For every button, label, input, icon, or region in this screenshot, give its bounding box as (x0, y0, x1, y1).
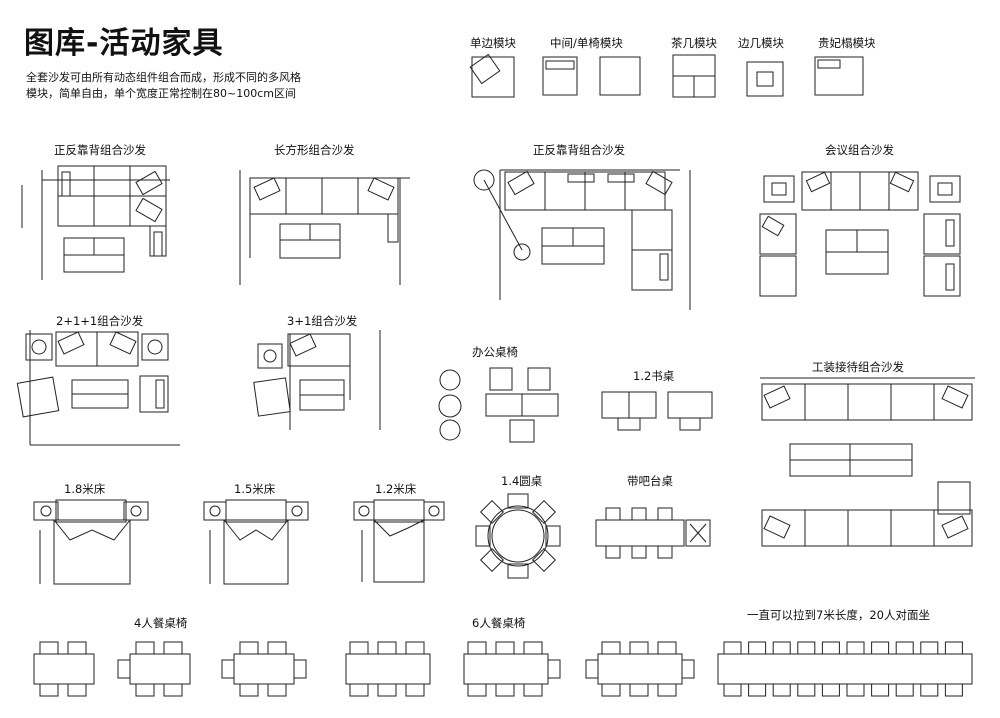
label-2-1-1-sofa: 2+1+1组合沙发 (56, 314, 144, 328)
label-1-8-bed: 1.8米床 (64, 482, 106, 496)
sofa-3-1-plan (254, 330, 380, 430)
label-1-2-desk: 1.2书桌 (633, 369, 675, 383)
bed-1-8-plan (34, 500, 148, 584)
chair-top (822, 642, 839, 654)
label-coffee-table-module: 茶几模块 (671, 36, 717, 50)
label-1-5-bed: 1.5米床 (234, 482, 276, 496)
dining-6-a (346, 642, 430, 696)
label-1-2-bed: 1.2米床 (375, 482, 417, 496)
label-office-desk: 办公桌椅 (472, 345, 518, 359)
label-20-person-dining: 一直可以拉到7米长度，20人对面坐 (747, 608, 930, 622)
label-4-person-dining: 4人餐桌椅 (134, 616, 188, 630)
label-bar-table: 带吧台桌 (627, 474, 673, 488)
label-rectangular-sofa: 长方形组合沙发 (274, 143, 355, 157)
chair-top (896, 642, 913, 654)
label-chaise-module: 贵妃榻模块 (818, 36, 876, 50)
dining-20-long (718, 642, 972, 696)
label-single-side-module: 单边模块 (470, 36, 516, 50)
chair-top (749, 642, 766, 654)
label-meeting-sofa: 会议组合沙发 (825, 143, 894, 157)
description-line-2: 模块，简单自由，单个宽度正常控制在80~100cm区间 (26, 87, 296, 100)
reception-sofa-plan (760, 378, 975, 546)
label-3-1-sofa: 3+1组合沙发 (287, 314, 358, 328)
coffee-table-module (673, 55, 715, 97)
chair-bottom (847, 684, 864, 696)
chair-bottom (921, 684, 938, 696)
description-line-1: 全套沙发可由所有动态组件组合而成，形成不同的多风格 (26, 71, 301, 84)
label-back-to-back-sofa-1: 正反靠背组合沙发 (54, 143, 146, 157)
office-desk-plan (439, 368, 558, 442)
description: 全套沙发可由所有动态组件组合而成，形成不同的多风格 模块，简单自由，单个宽度正常… (26, 70, 346, 102)
chair-bottom (798, 684, 815, 696)
chair-bottom (749, 684, 766, 696)
label-side-table-module: 边几模块 (738, 36, 784, 50)
desk-1-2-plan (602, 392, 712, 430)
chair-top (921, 642, 938, 654)
bed-1-2-plan (354, 500, 444, 582)
chair-bottom (822, 684, 839, 696)
chaise-module (815, 57, 863, 95)
label-6-person-dining: 6人餐桌椅 (472, 616, 526, 630)
page-title: 图库-活动家具 (24, 26, 224, 61)
chair-bottom (896, 684, 913, 696)
round-table-plan (476, 494, 560, 578)
chair-bottom (872, 684, 889, 696)
chair-top (847, 642, 864, 654)
dining-4-b (118, 642, 190, 696)
bar-table-plan (596, 508, 710, 558)
dining-4-a (34, 642, 94, 696)
chair-bottom (724, 684, 741, 696)
meeting-sofa-plan (760, 172, 960, 296)
sofa-2-1-1-plan (17, 330, 180, 445)
chair-top (773, 642, 790, 654)
chair-bottom (945, 684, 962, 696)
chair-bottom (773, 684, 790, 696)
chair-top (945, 642, 962, 654)
back-to-back-sofa-1-plan (22, 166, 170, 280)
side-table-module (747, 62, 783, 96)
label-1-4-round-table: 1.4圆桌 (501, 474, 543, 488)
rectangular-sofa-plan (240, 170, 410, 285)
bed-1-5-plan (204, 500, 308, 584)
back-to-back-sofa-2-plan (474, 170, 690, 310)
middle-chair-module (543, 57, 640, 95)
dining-6-b (464, 642, 560, 696)
chair-top (724, 642, 741, 654)
label-reception-sofa: 工装接待组合沙发 (812, 360, 904, 374)
single-side-module (470, 54, 514, 97)
label-back-to-back-sofa-2: 正反靠背组合沙发 (533, 143, 625, 157)
label-middle-chair-module: 中间/单椅模块 (550, 36, 623, 50)
chair-top (872, 642, 889, 654)
chair-top (798, 642, 815, 654)
dining-6-c (586, 642, 694, 696)
dining-4-c (222, 642, 306, 696)
